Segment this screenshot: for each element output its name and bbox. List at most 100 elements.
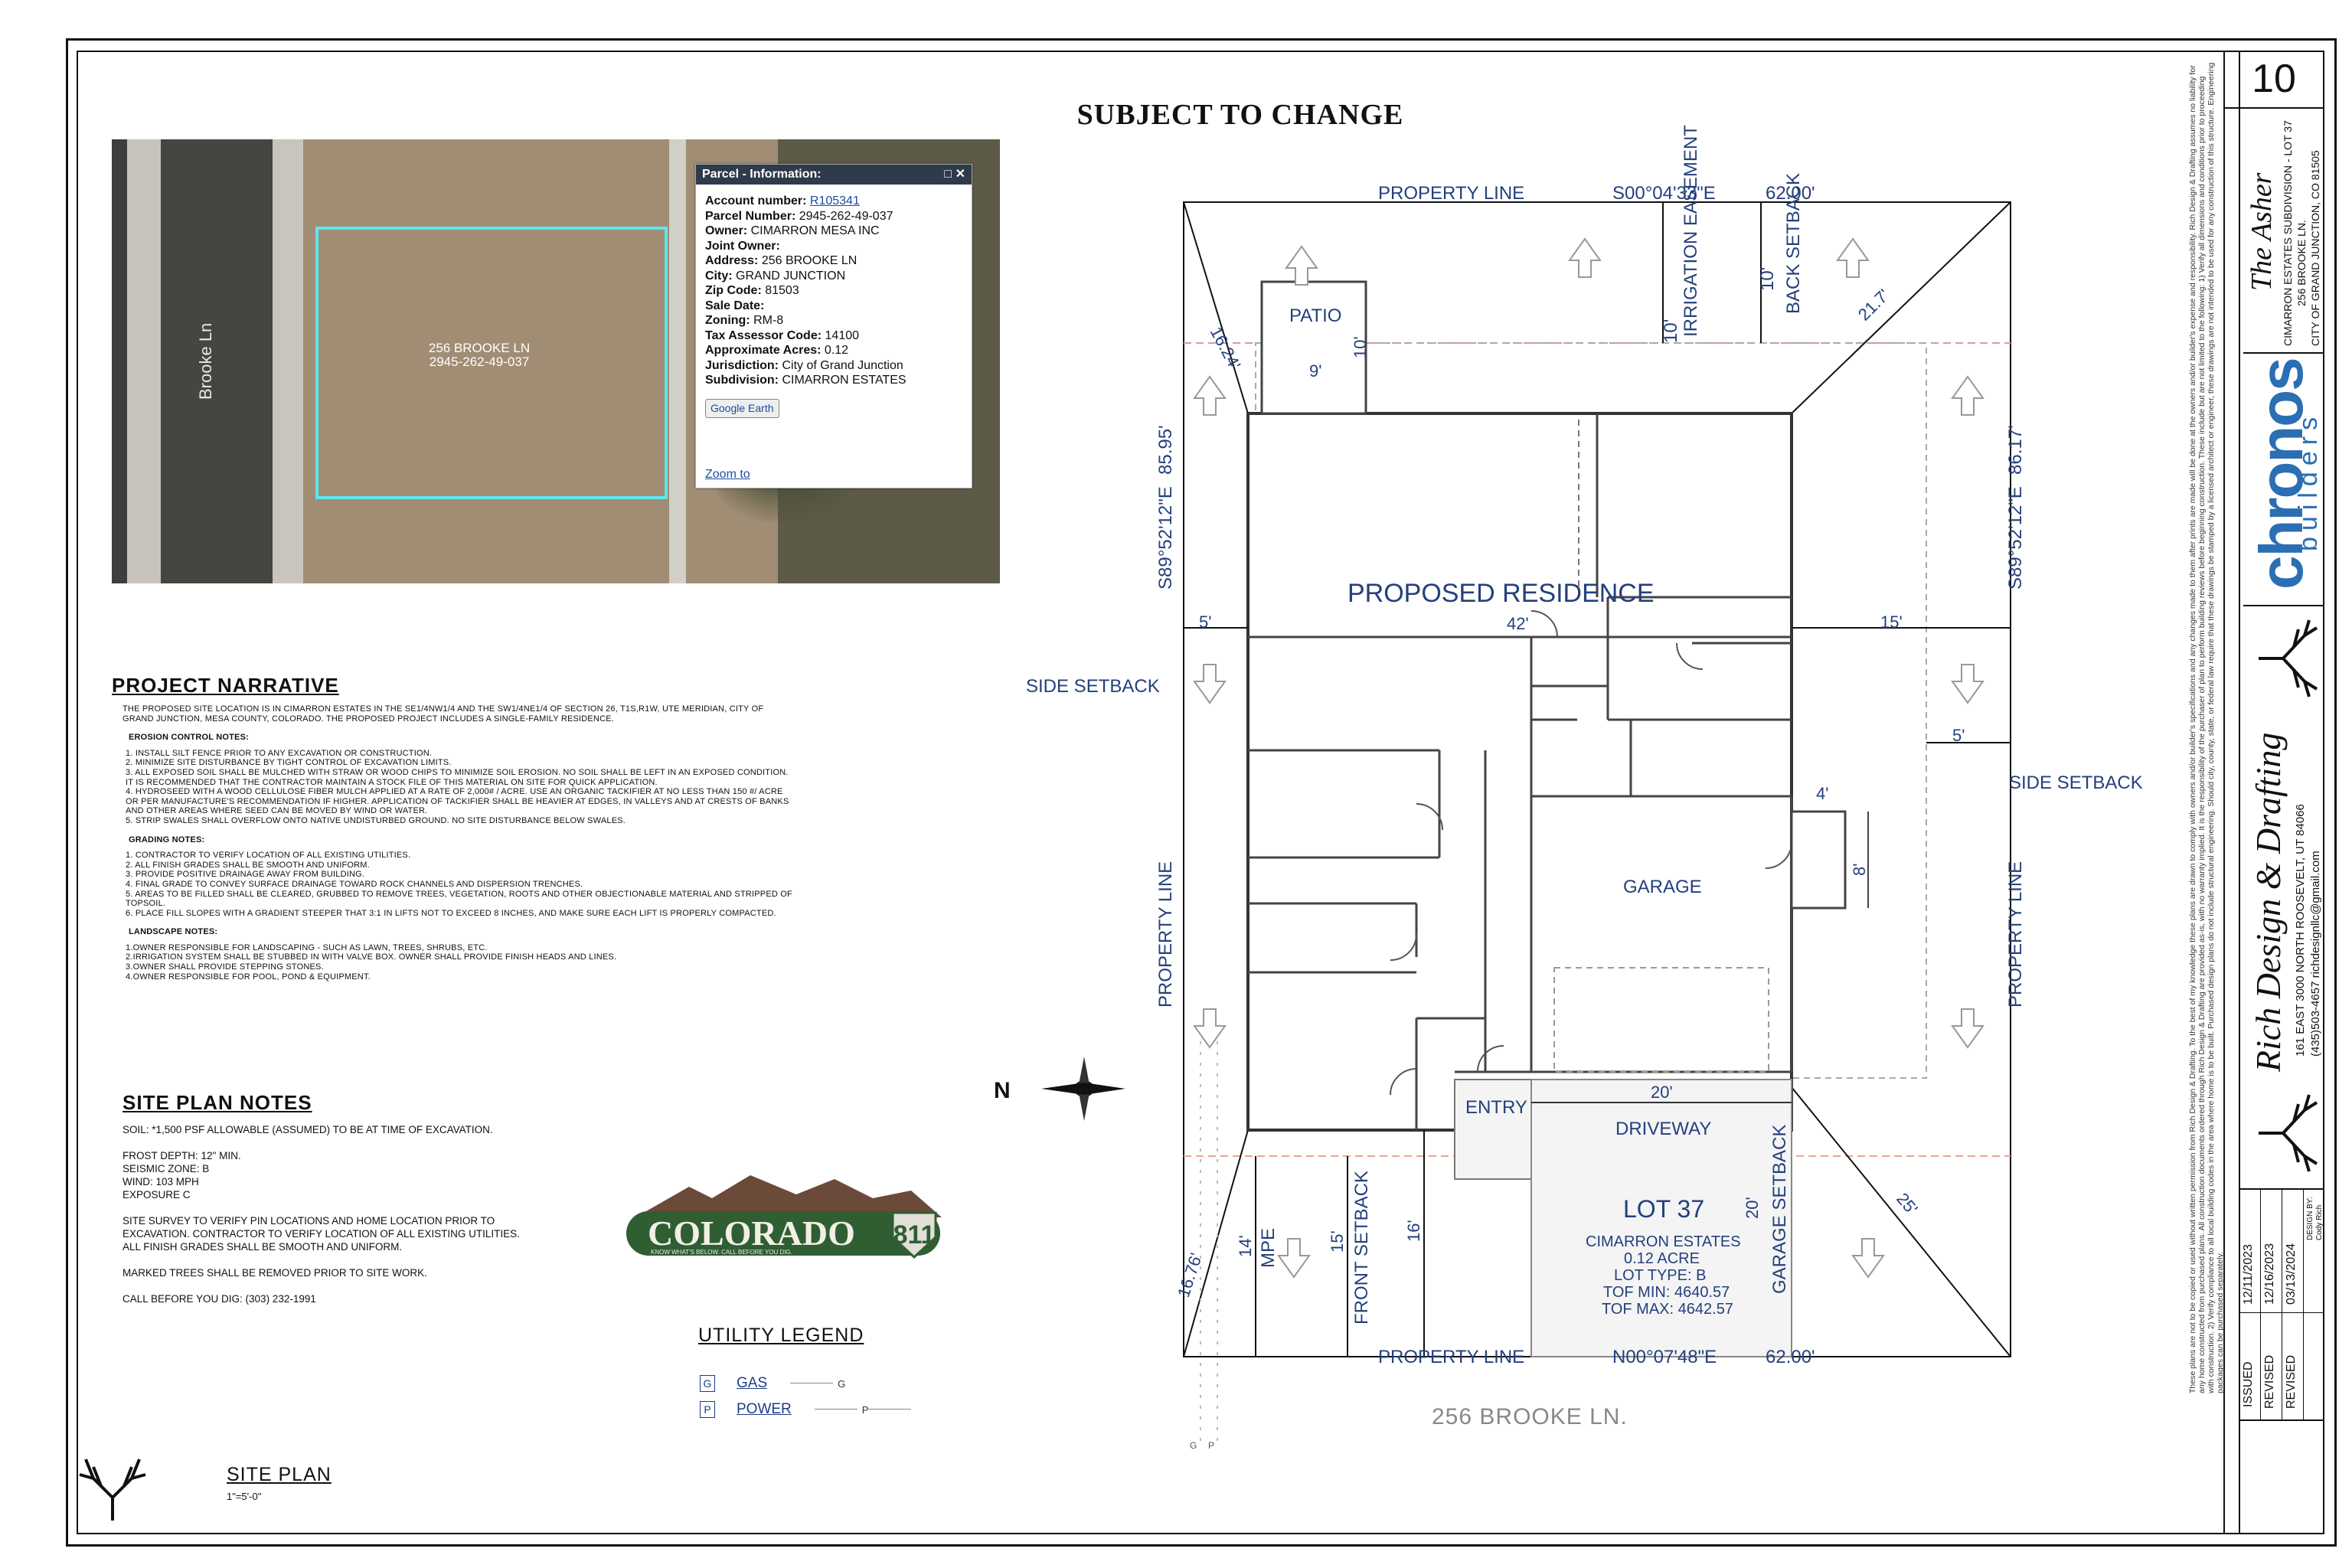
project-line-2: 256 BROOKE LN. xyxy=(2295,220,2308,306)
popup-field-value: CIMARRON MESA INC xyxy=(750,224,880,237)
popup-field-label: Tax Assessor Code: xyxy=(705,328,822,342)
popup-field-label: Joint Owner: xyxy=(705,239,780,253)
builder-sub: builders xyxy=(2294,410,2323,551)
popup-field: Zoning: RM-8 xyxy=(705,313,962,328)
erosion-note: 2. MINIMIZE SITE DISTURBANCE BY TIGHT CO… xyxy=(126,758,452,768)
grading-note: 1. CONTRACTOR TO VERIFY LOCATION OF ALL … xyxy=(126,851,411,861)
project-title: The Asher xyxy=(2246,172,2278,291)
legend-title: UTILITY LEGEND xyxy=(698,1325,864,1346)
legend-power-code: P xyxy=(861,1404,869,1416)
design-by-label: DESIGN BY: xyxy=(2306,1197,2314,1240)
grading-note: 3. PROVIDE POSITIVE DRAINAGE AWAY FROM B… xyxy=(126,870,365,880)
sheet-inner-border xyxy=(77,51,2324,1534)
popup-header: Parcel - Information: □ ✕ xyxy=(696,165,972,185)
erosion-title: EROSION CONTROL NOTES: xyxy=(129,733,249,743)
zoom-to-link[interactable]: Zoom to xyxy=(705,468,750,481)
popup-field: City: GRAND JUNCTION xyxy=(705,269,962,284)
sidewalk xyxy=(669,139,686,583)
label-lot-line-4: TOF MIN: 4640.57 xyxy=(1603,1284,1730,1301)
elk-logo-icon xyxy=(2259,619,2318,697)
logo-band xyxy=(626,1211,940,1256)
label-diag-bottom-left: 16.76' xyxy=(1174,1250,1206,1299)
project-narrative: THE PROPOSED SITE LOCATION IS IN CIMARRO… xyxy=(122,704,796,982)
label-dim-top: 62.00' xyxy=(1766,183,1815,204)
drainage-arrows xyxy=(1193,237,1984,1279)
rev-col-1 xyxy=(2239,1190,2261,1419)
parcel-label: 256 BROOKE LN 2945-262-49-037 xyxy=(364,341,594,369)
label-bearing-top: S00°04'33"E xyxy=(1612,183,1716,204)
label-dim-4: 4' xyxy=(1816,784,1828,803)
popup-field-label: Zip Code: xyxy=(705,284,762,297)
legend-power-line xyxy=(814,1409,858,1410)
label-patio-w: 9' xyxy=(1309,361,1321,381)
popup-field-label: City: xyxy=(705,269,733,283)
popup-title: Parcel - Information: xyxy=(702,168,822,181)
parcel-label-number: 2945-262-49-037 xyxy=(429,354,530,369)
rev-2-label: REVISED xyxy=(2285,1354,2298,1409)
label-entry: ENTRY xyxy=(1465,1097,1527,1118)
label-dim-8: 8' xyxy=(1850,864,1869,876)
diag-top-right xyxy=(1791,201,2011,414)
legend-power-label: POWER xyxy=(737,1401,792,1417)
narrative-title: PROJECT NARRATIVE xyxy=(112,674,339,697)
close-icon[interactable]: ✕ xyxy=(955,168,965,181)
narrative-intro: THE PROPOSED SITE LOCATION IS IN CIMARRO… xyxy=(122,704,764,724)
rev-issued-date: 12/11/2023 xyxy=(2242,1244,2255,1305)
label-north: N xyxy=(994,1078,1011,1103)
interior-walls xyxy=(1248,413,1793,1130)
street-address-footer: 256 BROOKE LN. xyxy=(1432,1404,1628,1429)
label-property-line-left: PROPERTY LINE xyxy=(1155,861,1176,1008)
aerial-map[interactable]: Brooke Ln 256 BROOKE LN 2945-262-49-037 … xyxy=(112,139,1000,583)
label-side-setback-right: SIDE SETBACK xyxy=(2009,773,2143,793)
rev-1-label: REVISED xyxy=(2263,1354,2276,1409)
label-ten-a: 10' xyxy=(1661,319,1681,343)
label-dim-5-left: 5' xyxy=(1199,612,1211,632)
grading-list: 1. CONTRACTOR TO VERIFY LOCATION OF ALL … xyxy=(122,851,796,918)
label-front-setback: FRONT SETBACK xyxy=(1351,1171,1372,1325)
erosion-list: 1. INSTALL SILT FENCE PRIOR TO ANY EXCAV… xyxy=(122,749,796,826)
revision-table xyxy=(2239,1188,2324,1421)
label-dim-15: 15' xyxy=(1880,612,1903,632)
account-number-link[interactable]: R105341 xyxy=(809,194,860,207)
landscape-note: 1.OWNER RESPONSIBLE FOR LANDSCAPING - SU… xyxy=(126,942,488,952)
popup-field-label: Sale Date: xyxy=(705,299,765,312)
google-earth-button[interactable]: Google Earth xyxy=(705,398,779,418)
label-bearing-left: S89°52'12"E xyxy=(1155,486,1176,590)
legend-power-symbol: P xyxy=(700,1401,715,1418)
maximize-icon[interactable]: □ xyxy=(944,168,952,181)
entry-porch xyxy=(1454,1079,1532,1180)
patio xyxy=(1260,280,1367,415)
label-dim-bottom: 62.00' xyxy=(1766,1347,1815,1367)
label-bearing-bottom: N00°07'48"E xyxy=(1612,1347,1717,1367)
popup-field-value: City of Grand Junction xyxy=(782,358,903,372)
popup-field-value: 2945-262-49-037 xyxy=(799,209,893,223)
diag-bottom-right xyxy=(1791,1086,2011,1357)
popup-field-value: GRAND JUNCTION xyxy=(736,269,846,283)
popup-field: Zip Code: 81503 xyxy=(705,283,962,299)
title-block-divider xyxy=(2223,51,2225,1534)
sheet-number: 10 xyxy=(2223,51,2324,109)
grading-title: GRADING NOTES: xyxy=(129,835,205,844)
popup-field-label: Address: xyxy=(705,254,759,267)
residence-outline xyxy=(1246,412,1793,1132)
site-note: MARKED TREES SHALL BE REMOVED PRIOR TO S… xyxy=(122,1267,427,1279)
label-dim-20-vert: 20' xyxy=(1743,1197,1762,1219)
landscape-note: 4.OWNER RESPONSIBLE FOR POOL, POND & EQU… xyxy=(126,972,371,982)
north-arrow-icon xyxy=(1041,1057,1125,1121)
label-diag-top-left: 16.24' xyxy=(1207,324,1245,373)
label-gp-p: P xyxy=(1208,1440,1214,1451)
legend-power-line-tail xyxy=(868,1409,912,1410)
diag-bottom-left xyxy=(1183,1129,1249,1357)
grading-note: 2. ALL FINISH GRADES SHALL BE SMOOTH AND… xyxy=(126,860,370,870)
logo-shield xyxy=(891,1211,937,1259)
label-patio-h: 10' xyxy=(1351,336,1370,358)
google-earth-row: Google Earth xyxy=(705,388,962,418)
parcel-outline[interactable] xyxy=(315,227,668,499)
popup-field-value: 0.12 xyxy=(824,344,849,357)
site-notes-title: SITE PLAN NOTES xyxy=(122,1091,312,1114)
road-shoulder-left xyxy=(127,139,161,583)
popup-field-value: 81503 xyxy=(765,284,799,297)
